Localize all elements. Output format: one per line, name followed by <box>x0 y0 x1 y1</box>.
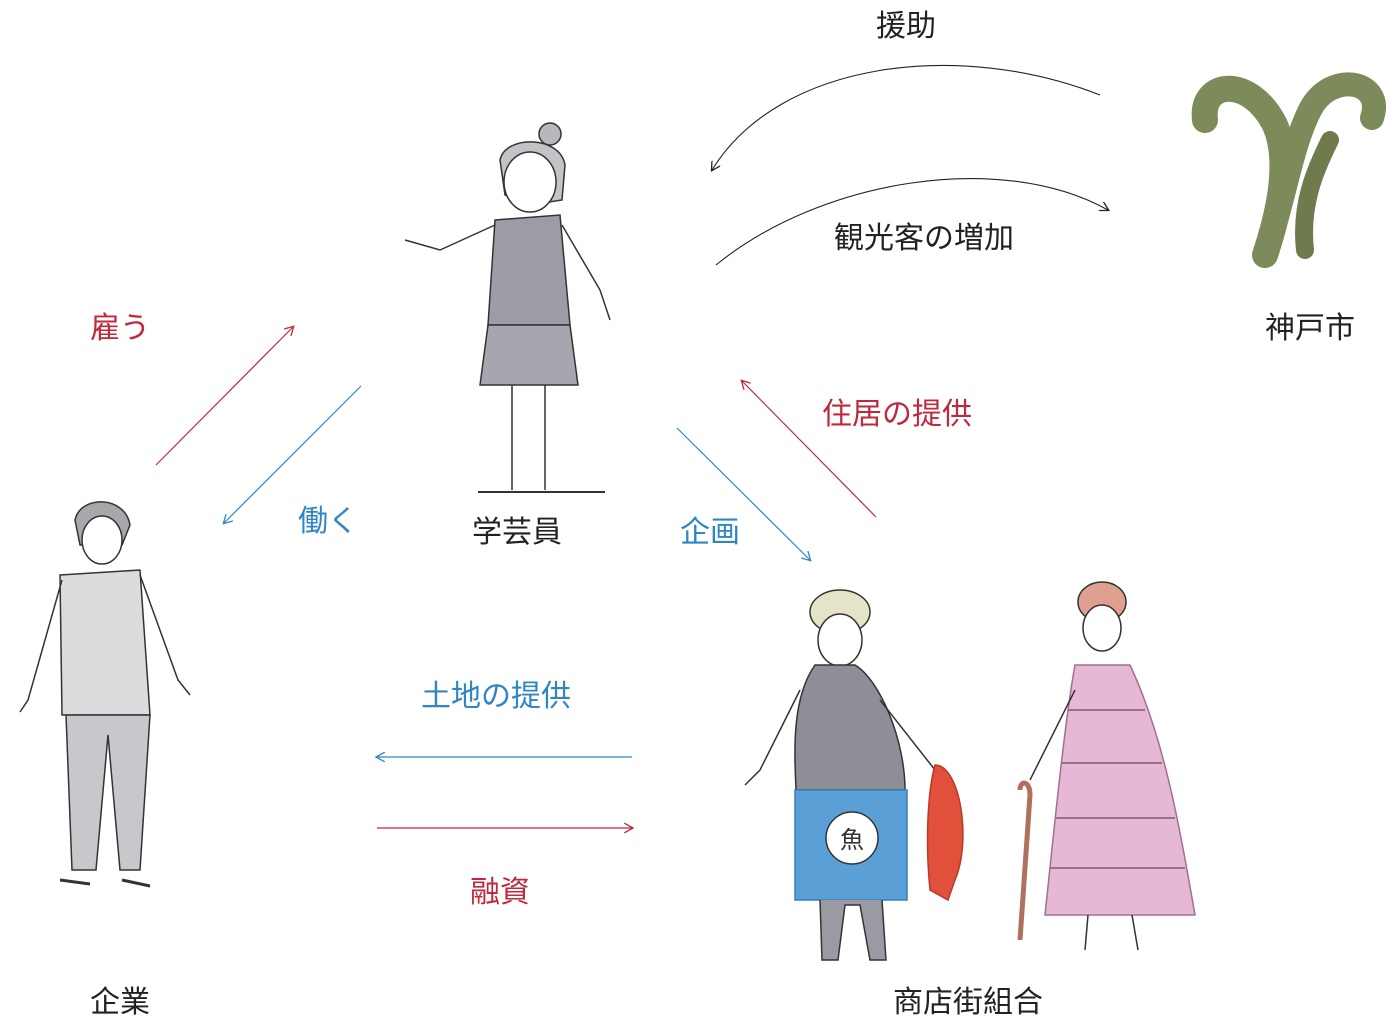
company-figure <box>19 501 191 888</box>
housing-arrow <box>742 381 877 518</box>
tourist-increase-label: 観光客の増加 <box>834 221 1014 256</box>
housing-label: 住居の提供 <box>822 397 972 432</box>
land-label: 土地の提供 <box>421 679 571 714</box>
curator-label: 学芸員 <box>472 515 562 550</box>
shopping-association-label: 商店街組合 <box>893 985 1043 1020</box>
curator-figure <box>404 122 611 493</box>
elderly-woman-figure <box>1017 581 1196 951</box>
fishmonger-figure: 魚 <box>744 589 964 961</box>
hire-arrow <box>155 327 293 466</box>
company-label: 企業 <box>90 985 150 1020</box>
hire-label: 雇う <box>90 311 150 346</box>
svg-text:魚: 魚 <box>840 826 864 854</box>
work-arrow <box>224 385 362 523</box>
plan-label: 企画 <box>680 515 740 550</box>
financing-label: 融資 <box>470 875 530 910</box>
tourist-increase-arrow <box>715 178 1108 266</box>
kobe-city-label: 神戸市 <box>1265 311 1355 346</box>
kobe-city-emblem-icon <box>1191 72 1386 268</box>
aid-arrow <box>712 64 1101 170</box>
aid-label: 援助 <box>876 9 936 44</box>
plan-arrow <box>676 427 810 560</box>
work-label: 働く <box>298 504 358 539</box>
